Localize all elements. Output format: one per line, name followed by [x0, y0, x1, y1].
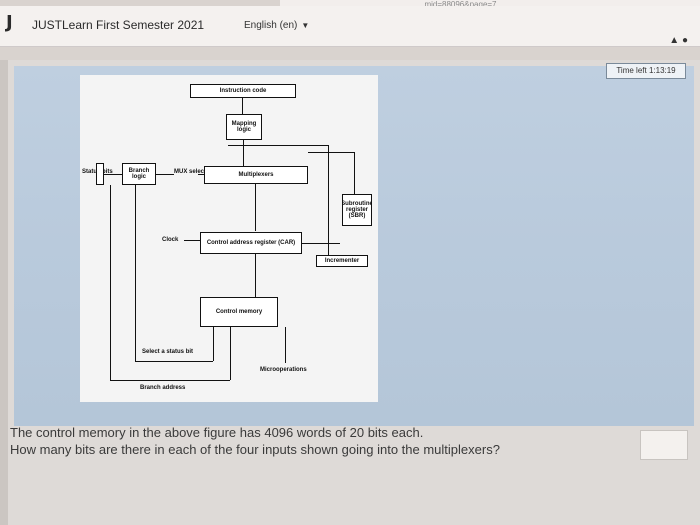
branch-logic-box: Branch logic: [122, 163, 156, 185]
incrementer-box: Incrementer: [316, 255, 368, 267]
site-title[interactable]: JUSTLearn First Semester 2021: [32, 18, 205, 32]
top-bar: J JUSTLearn First Semester 2021 English …: [0, 6, 700, 47]
control-memory-box: Control memory: [200, 297, 278, 327]
subroutine-register-box: Subroutine register (SBR): [342, 194, 372, 226]
branch-address-label: Branch address: [140, 385, 186, 391]
language-selector[interactable]: English (en)▼: [244, 20, 309, 31]
microoperations-label: Microoperations: [260, 367, 307, 373]
browser-url-strip: ..mid=88096&page=7: [280, 0, 700, 10]
left-edge: [0, 60, 8, 525]
quiz-timer: Time left 1:13:19: [606, 63, 686, 79]
chevron-down-icon: ▼: [301, 21, 310, 30]
mux-select-label: MUX select: [174, 169, 207, 175]
question-text: The control memory in the above figure h…: [10, 424, 500, 458]
multiplexers-box: Multiplexers: [204, 166, 308, 184]
notification-icons[interactable]: ▲ ●: [669, 35, 688, 46]
car-box: Control address register (CAR): [200, 232, 302, 254]
status-bits-box: [96, 163, 104, 185]
mapping-logic-box: Mapping logic: [226, 114, 262, 140]
answer-input[interactable]: [640, 430, 688, 460]
logo: J: [6, 12, 13, 33]
question-line-1: The control memory in the above figure h…: [10, 425, 424, 440]
control-unit-figure: Instruction code Mapping logic Status bi…: [80, 75, 378, 402]
select-status-bit-label: Select a status bit: [142, 349, 194, 355]
question-line-2: How many bits are there in each of the f…: [10, 442, 500, 457]
clock-label: Clock: [162, 237, 179, 243]
language-label: English (en): [244, 20, 298, 31]
instruction-code-box: Instruction code: [190, 84, 296, 98]
